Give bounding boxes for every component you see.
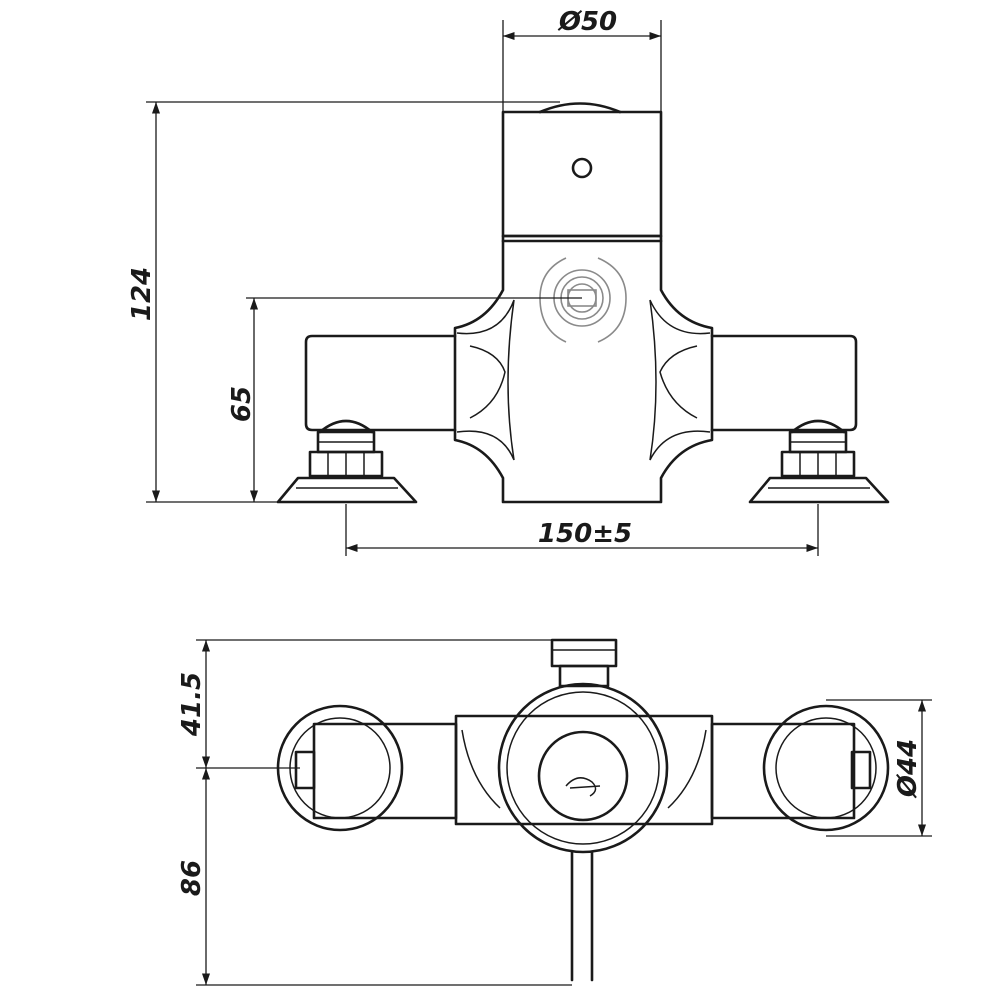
dimension-label-outlet-height: 65 bbox=[227, 386, 257, 422]
temperature-cap bbox=[501, 102, 663, 238]
dimension-label-top-diameter: Ø50 bbox=[557, 7, 617, 37]
dimension-label-flange-diameter: Ø44 bbox=[893, 739, 923, 799]
dimension-centres: 150±5 bbox=[345, 504, 819, 556]
front-elevation-view: Ø50 124 65 150±5 bbox=[127, 7, 890, 556]
plan-view: 41.5 86 Ø44 bbox=[177, 638, 932, 986]
shower-pipe bbox=[570, 850, 594, 982]
dimension-label-centres: 150±5 bbox=[538, 519, 632, 549]
outlet-stub bbox=[550, 638, 618, 688]
dimension-top-diameter: Ø50 bbox=[502, 7, 662, 112]
outlet-connection-hidden bbox=[539, 257, 627, 343]
dimension-top-offset: 41.5 bbox=[177, 639, 552, 769]
dimension-label-total-height: 124 bbox=[127, 267, 157, 321]
plan-body bbox=[454, 682, 714, 854]
valve-body bbox=[453, 234, 714, 504]
right-inlet-arm bbox=[710, 334, 890, 504]
left-inlet-arm bbox=[276, 334, 457, 504]
dimension-flange-diameter: Ø44 bbox=[826, 699, 932, 837]
dimension-total-height: 124 bbox=[127, 101, 560, 503]
dimension-bottom-length: 86 bbox=[177, 768, 572, 986]
dimension-outlet-height: 65 bbox=[227, 297, 582, 502]
dimension-label-bottom-length: 86 bbox=[177, 860, 207, 896]
dimension-label-top-offset: 41.5 bbox=[177, 672, 207, 737]
